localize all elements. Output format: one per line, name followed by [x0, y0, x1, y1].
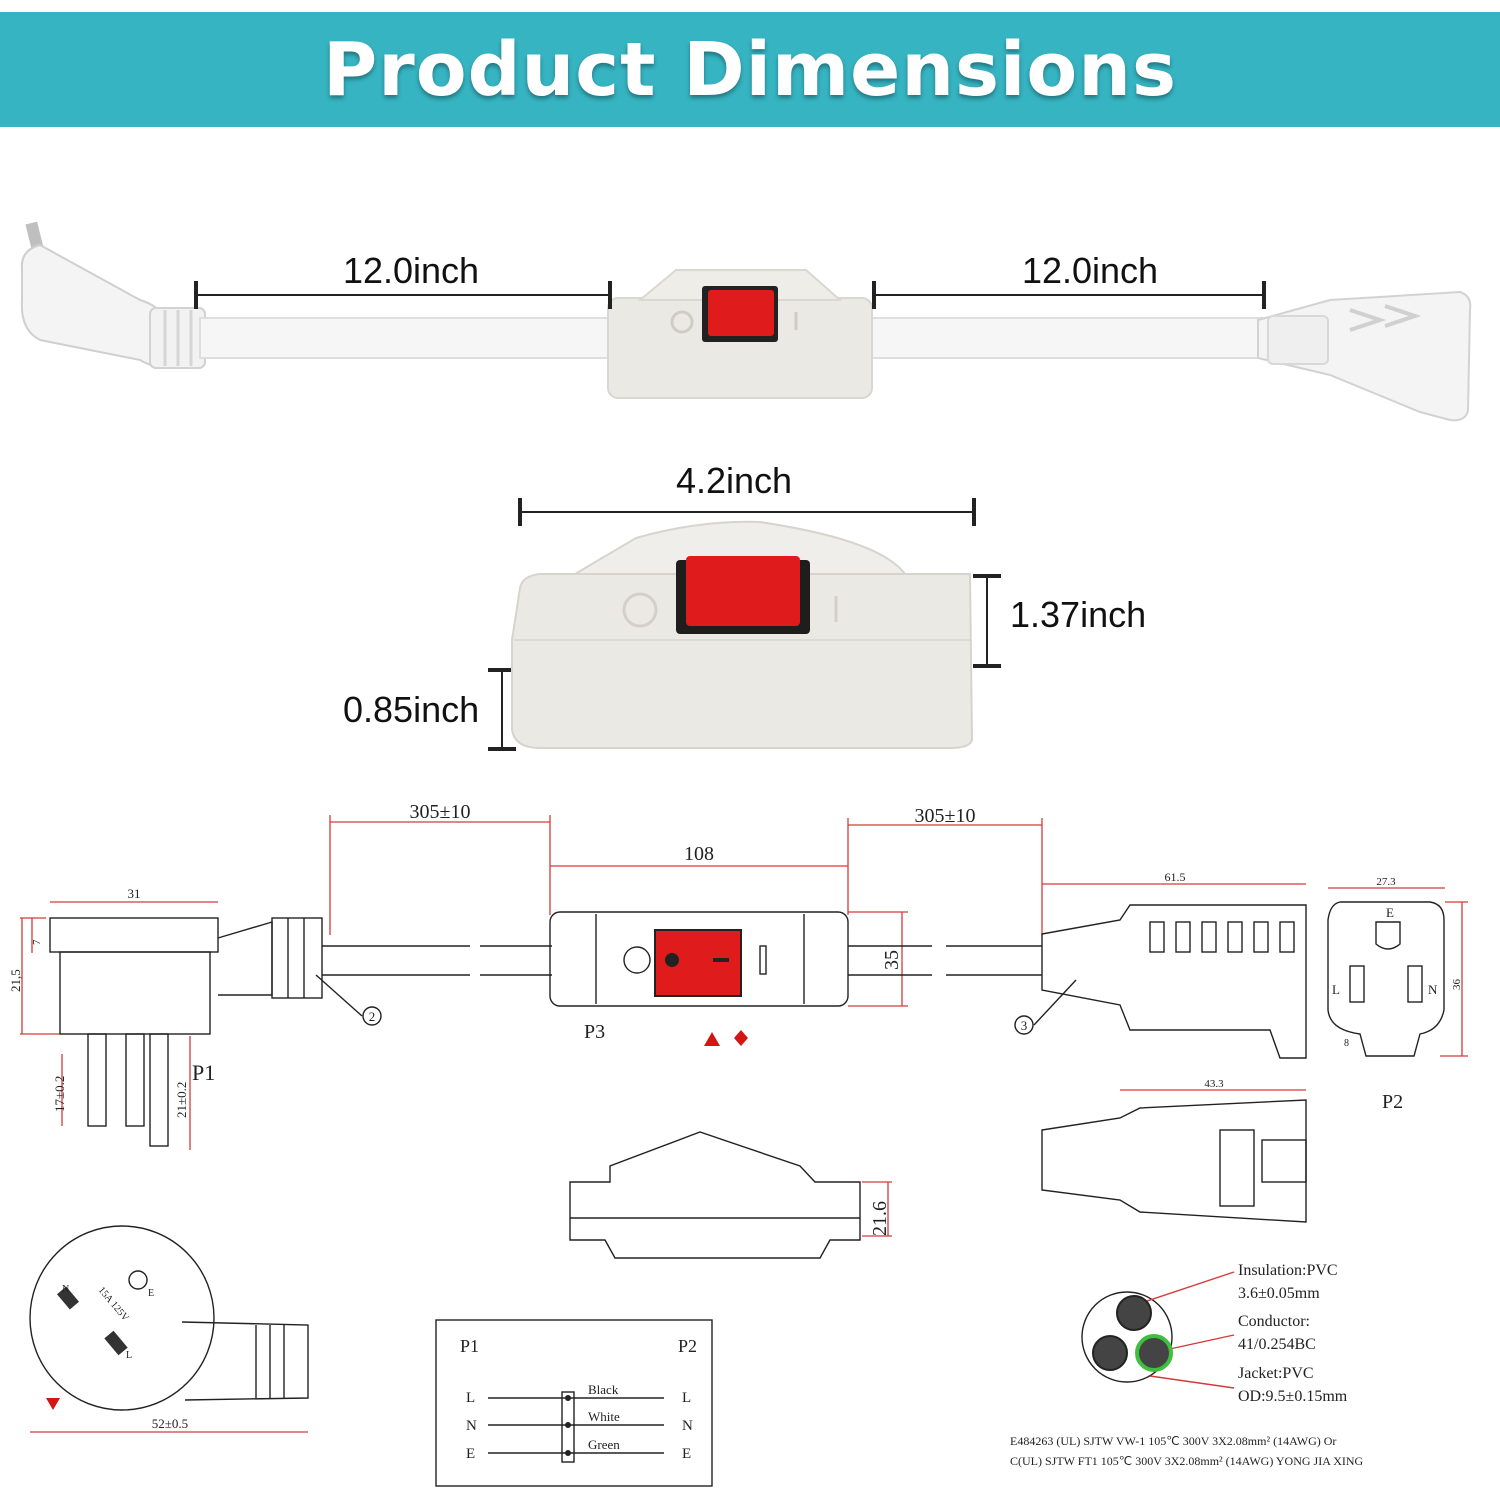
- switch-height-dim: 35: [881, 950, 903, 970]
- p2-label: P2: [1382, 1091, 1403, 1113]
- p3-label: P3: [584, 1021, 605, 1043]
- switch-photo-small: [607, 269, 873, 399]
- switch-height: 1.37inch: [1010, 594, 1146, 635]
- face-8-dim: 8: [1344, 1038, 1349, 1049]
- plug-height-dim: 21,5: [8, 969, 23, 992]
- round-plug-width-dim: 52±0.5: [152, 1416, 188, 1431]
- connector-photo: [1257, 290, 1472, 422]
- drawing-outlines: [29, 901, 1445, 1487]
- insulation-value: 3.6±0.05mm: [1238, 1285, 1320, 1302]
- warning-diamond-icon: [734, 1030, 748, 1046]
- wiring-green: Green: [588, 1437, 620, 1452]
- wiring-left-e: E: [466, 1446, 475, 1462]
- wiring-left-n: N: [466, 1418, 477, 1434]
- orientation-triangle-icon: [46, 1398, 60, 1410]
- conductor-label: Conductor:: [1238, 1313, 1310, 1330]
- plug-photo: [20, 221, 206, 369]
- round-l-label: L: [126, 1350, 132, 1361]
- wiring-p1: P1: [460, 1336, 479, 1356]
- prong2-dim: 21±0.2: [174, 1082, 189, 1118]
- cord-left-dim: 305±10: [410, 801, 471, 823]
- left-cord-length: 12.0inch: [343, 250, 479, 291]
- connector2-length-dim: 43.3: [1204, 1078, 1224, 1090]
- face-l-label: L: [1332, 982, 1340, 997]
- round-n-label: N: [62, 1284, 69, 1295]
- wiring-left-l: L: [466, 1390, 475, 1406]
- wiring-white: White: [588, 1409, 620, 1424]
- p1-label: P1: [192, 1060, 215, 1085]
- switch-length-dim: 108: [684, 843, 714, 865]
- switch-photo-large: [511, 520, 974, 749]
- cable-spec-line2: C(UL) SJTW FT1 105℃ 300V 3X2.08mm² (14AW…: [1010, 1454, 1364, 1468]
- drawing-labels: 305±10 305±10 108 31 61.5 27.3 43.3 E L …: [8, 801, 1463, 1468]
- prong1-dim: 17±0.2: [52, 1076, 67, 1112]
- round-plug-rating: 15A 125V: [96, 1285, 132, 1324]
- drawing-red-dims: [20, 815, 1468, 1433]
- wiring-black: Black: [588, 1382, 619, 1397]
- cable-spec-line1: E484263 (UL) SJTW VW-1 105℃ 300V 3X2.08m…: [1010, 1434, 1336, 1448]
- plug-top-dim: 7: [31, 939, 43, 945]
- face-width-dim: 27.3: [1376, 876, 1396, 888]
- switch-base-height: 0.85inch: [343, 689, 479, 730]
- callout-3: 3: [1021, 1018, 1028, 1033]
- switch-length: 4.2inch: [676, 460, 792, 501]
- connector-length-dim: 61.5: [1165, 870, 1186, 884]
- plug-width-dim: 31: [128, 886, 141, 901]
- right-cord-length: 12.0inch: [1022, 250, 1158, 291]
- wiring-right-n: N: [682, 1418, 693, 1434]
- jacket-label: Jacket:PVC: [1238, 1365, 1314, 1382]
- warning-triangle-icon: [704, 1032, 720, 1046]
- face-n-label: N: [1428, 982, 1438, 997]
- side-height-dim: 21.6: [869, 1201, 891, 1236]
- page-title: Product Dimensions: [323, 26, 1177, 113]
- face-e-label: E: [1386, 905, 1394, 920]
- wiring-p2: P2: [678, 1336, 697, 1356]
- callout-2: 2: [369, 1009, 376, 1024]
- cord-photo: [20, 221, 1472, 422]
- wiring-right-e: E: [682, 1446, 691, 1462]
- cord-right-dim: 305±10: [915, 805, 976, 827]
- round-e-label: E: [148, 1288, 154, 1299]
- conductor-value: 41/0.254BC: [1238, 1336, 1316, 1353]
- title-banner: Product Dimensions: [0, 12, 1500, 127]
- jacket-value: OD:9.5±0.15mm: [1238, 1388, 1348, 1405]
- photo-dimension-lines: [194, 281, 1266, 751]
- insulation-label: Insulation:PVC: [1238, 1262, 1338, 1279]
- wiring-right-l: L: [682, 1390, 691, 1406]
- face-height-dim: 36: [1451, 979, 1463, 991]
